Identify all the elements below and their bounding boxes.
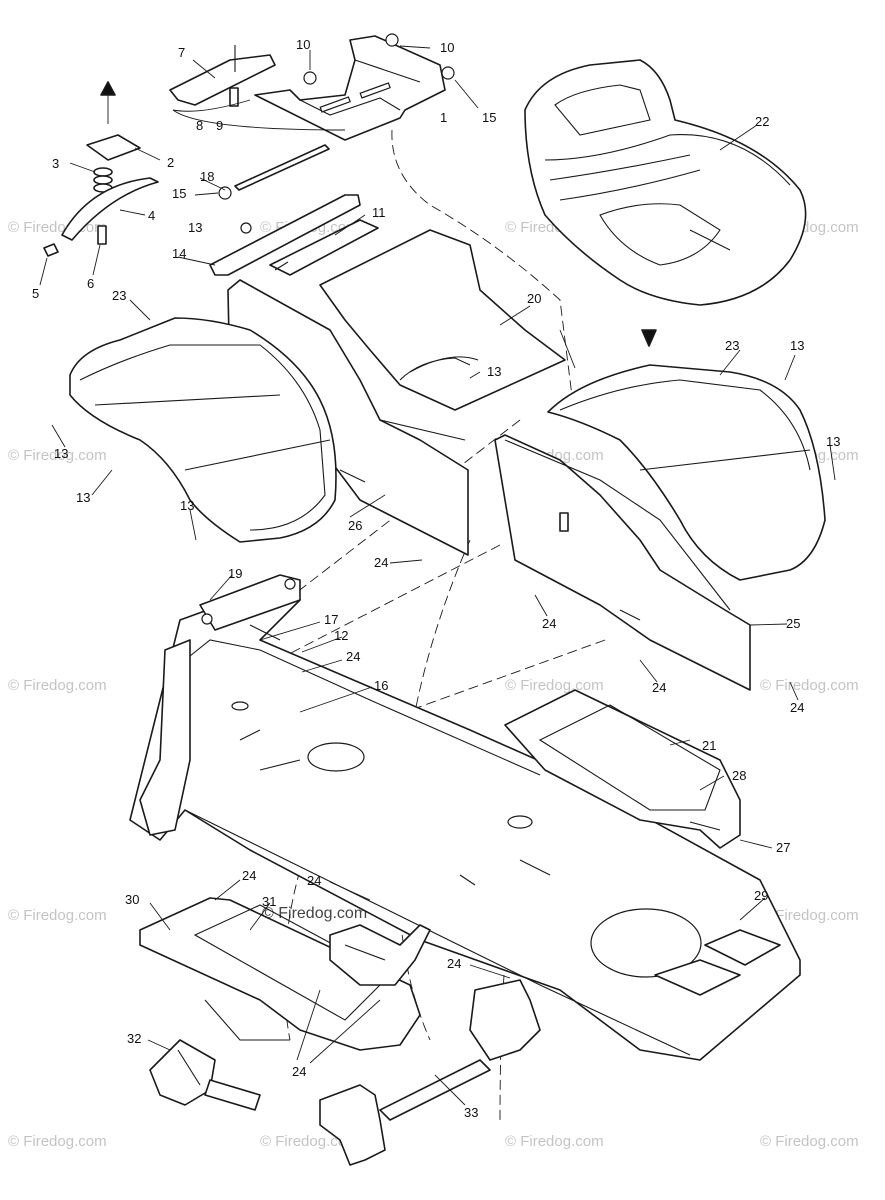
right-side-panel [494,434,751,691]
callout-label: 4 [148,208,155,223]
watermark: © Firedog.com [8,1133,107,1150]
callout-label: 32 [127,1031,141,1046]
callout-label: 21 [702,738,716,753]
callout-label: 13 [188,220,202,235]
callout-label: 6 [87,276,94,291]
callout-label: 8 [196,118,203,133]
callout-label: 9 [216,118,223,133]
callout-label: 31 [262,894,276,909]
seat-support-bracket [209,194,379,276]
pedal-bracket [329,924,431,986]
main-frame [129,579,801,1061]
front-axle [319,979,541,1166]
watermark: © Firedog.com [8,677,107,694]
callout-label: 13 [180,498,194,513]
callout-label: 24 [447,956,461,971]
watermark: © Firedog.com [260,1133,359,1150]
callout-label: 13 [54,446,68,461]
callout-label: 13 [76,490,90,505]
callout-label: 24 [346,649,360,664]
front-bracket [139,574,301,836]
callout-label: 14 [172,246,186,261]
watermark-center: © Firedog.com [262,905,367,922]
callout-label: 7 [178,45,185,60]
pivot-assembly [43,81,159,257]
callout-label: 33 [464,1105,478,1120]
callout-label: 17 [324,612,338,627]
watermark: © Firedog.com [8,447,107,464]
rear-panel [319,229,576,411]
watermark: © Firedog.com [760,677,859,694]
bolt [229,33,455,107]
steering-gear [149,1039,261,1111]
callout-label: 13 [826,434,840,449]
callout-label: 20 [527,291,541,306]
callout-label: 24 [307,873,321,888]
callout-label: 10 [440,40,454,55]
watermark: © Firedog.com [8,219,107,236]
callout-label: 2 [167,155,174,170]
callout-label: 16 [374,678,388,693]
leader-lines [39,45,836,1106]
callout-label: 28 [732,768,746,783]
callout-label: 24 [292,1064,306,1079]
callout-label: 23 [725,338,739,353]
callout-label: 24 [542,616,556,631]
right-fender [547,364,826,581]
watermark: © Firedog.com [760,907,859,924]
callout-label: 18 [200,169,214,184]
watermark: © Firedog.com [8,907,107,924]
callout-label: 25 [786,616,800,631]
callout-label: 13 [487,364,501,379]
pivot-rod [218,144,330,200]
watermark: © Firedog.com [505,677,604,694]
callout-label: 24 [242,868,256,883]
callout-label: 19 [228,566,242,581]
callout-label: 24 [374,555,388,570]
callout-label: 3 [52,156,59,171]
callout-label: 15 [172,186,186,201]
watermark: © Firedog.com [505,1133,604,1150]
callout-label: 12 [334,628,348,643]
footrest [139,897,421,1051]
callout-labels: 7 10 10 8 9 1 15 3 2 18 15 4 13 11 14 5 … [32,37,840,1120]
callout-label: 13 [790,338,804,353]
callout-label: 30 [125,892,139,907]
callout-label: 5 [32,286,39,301]
callout-label: 24 [652,680,666,695]
left-fender [69,317,337,543]
watermark: © Firedog.com [760,1133,859,1150]
callout-label: 10 [296,37,310,52]
callout-label: 27 [776,840,790,855]
callout-label: 24 [790,700,804,715]
callout-label: 11 [372,205,386,220]
callout-label: 1 [440,110,447,125]
battery-tray [504,689,741,849]
seat-mounting-plate [254,35,446,141]
callout-label: 26 [348,518,362,533]
callout-label: 23 [112,288,126,303]
callout-label: 29 [754,888,768,903]
callout-label: 22 [755,114,769,129]
seat [524,59,807,347]
seat-bracket [169,45,276,106]
callout-label: 15 [482,110,496,125]
